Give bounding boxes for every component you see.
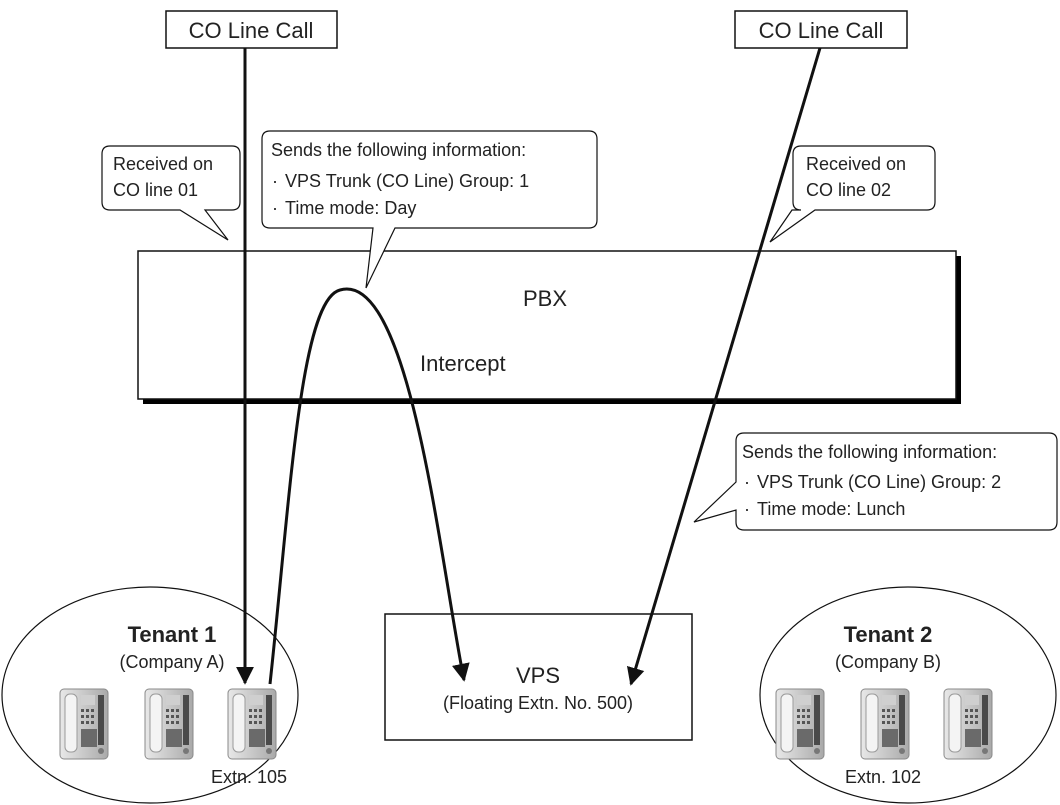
intercept-label: Intercept (420, 351, 506, 376)
callout-info-top-bullet1: · (272, 171, 278, 191)
callout-info-top-bullet2: · (272, 198, 278, 218)
vps-sub-label: (Floating Extn. No. 500) (443, 693, 633, 713)
tenant1-extn: Extn. 105 (211, 767, 287, 787)
co-call-right-arrow (626, 47, 822, 686)
callout-received-02 (769, 145, 936, 243)
phone-icon (144, 688, 194, 760)
co-line-call-box-left (165, 10, 338, 49)
callout-info-top-item2: Time mode: Day (285, 198, 416, 218)
callout-info-bottom-item1: VPS Trunk (CO Line) Group: 2 (757, 472, 1001, 492)
callout-received-02-line2: CO line 02 (806, 180, 891, 200)
co-line-call-left-label: CO Line Call (189, 18, 314, 43)
tenant2-company: (Company B) (835, 652, 941, 672)
tenant1-company: (Company A) (119, 652, 224, 672)
callout-received-02-line1: Received on (806, 154, 906, 174)
callout-info-bottom (693, 432, 1058, 531)
tenant1-name: Tenant 1 (128, 622, 217, 647)
callout-info-bottom-bullet1: · (744, 472, 750, 492)
intercept-arrow (268, 287, 470, 685)
vps-label: VPS (516, 663, 560, 688)
callout-info-bottom-title: Sends the following information: (742, 442, 997, 462)
co-line-call-right-label: CO Line Call (759, 18, 884, 43)
phone-icon (860, 688, 910, 760)
phone-icon (59, 688, 109, 760)
tenant2-extn: Extn. 102 (845, 767, 921, 787)
pbx-label: PBX (523, 286, 567, 311)
pbx-box (137, 250, 961, 404)
co-line-call-box-right (734, 10, 908, 49)
callout-received-01-line1: Received on (113, 154, 213, 174)
callout-info-bottom-item2: Time mode: Lunch (757, 499, 905, 519)
phone-icon (775, 688, 825, 760)
callout-info-top-item1: VPS Trunk (CO Line) Group: 1 (285, 171, 529, 191)
phone-icon (227, 688, 277, 760)
tenant2-name: Tenant 2 (844, 622, 933, 647)
callout-received-01-line2: CO line 01 (113, 180, 198, 200)
callout-info-top-title: Sends the following information: (271, 140, 526, 160)
phone-icon (943, 688, 993, 760)
callout-info-top (261, 130, 598, 289)
callout-received-01 (101, 145, 241, 241)
callout-info-bottom-bullet2: · (744, 499, 750, 519)
